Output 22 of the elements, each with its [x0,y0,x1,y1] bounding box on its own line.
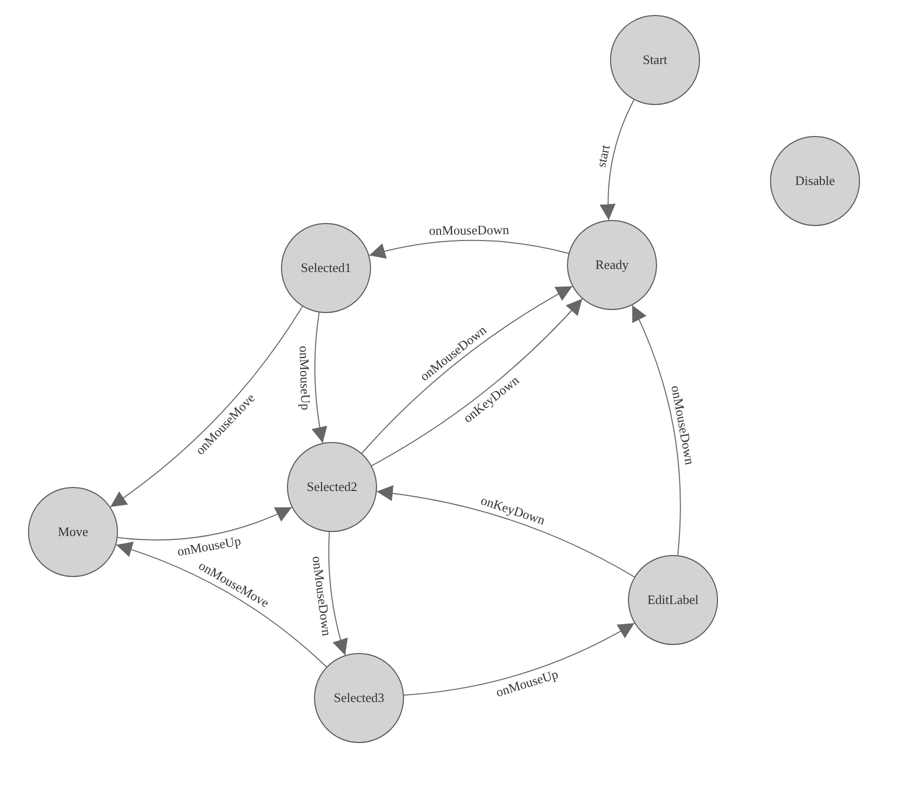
transition-arrow [116,542,327,668]
edge-label: onMouseDown [426,224,511,238]
state-name: EditLabel [647,592,699,608]
transition-arrow [632,304,681,556]
state-name: Selected3 [334,690,384,706]
transition-arrow [312,312,328,444]
state-name: Move [58,524,88,540]
edge-label: onMouseUp [298,344,312,412]
transition-arrow [368,240,570,260]
state-name: Selected1 [300,260,352,276]
transition-arrow [361,286,573,454]
transition-arrow [371,298,583,466]
state-name: Start [642,52,668,68]
state-name: Ready [595,257,629,273]
transition-arrow [376,485,635,578]
transition-arrow [117,506,292,540]
transition-arrow [328,531,348,656]
state-name: Selected2 [306,479,358,495]
transition-arrow [110,306,304,508]
transition-arrow [600,99,634,221]
transition-arrow [403,622,635,696]
state-name: Disable [795,173,835,189]
